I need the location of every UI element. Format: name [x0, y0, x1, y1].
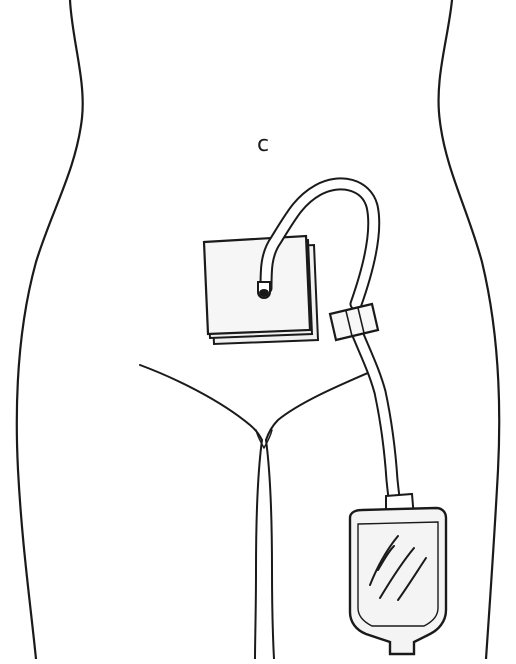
body-outline-left: [17, 0, 83, 659]
body-outline-right: [439, 0, 500, 659]
catheter-tube: [266, 184, 398, 520]
drainage-bag: [350, 494, 446, 654]
catheter-entry: [258, 282, 270, 298]
panel-label: c: [257, 134, 269, 156]
tube-clamp: [330, 304, 378, 340]
inner-thigh-right: [266, 440, 274, 659]
groin-line: [140, 365, 262, 440]
inner-thigh-left: [255, 440, 262, 659]
groin-line-right: [266, 372, 370, 440]
